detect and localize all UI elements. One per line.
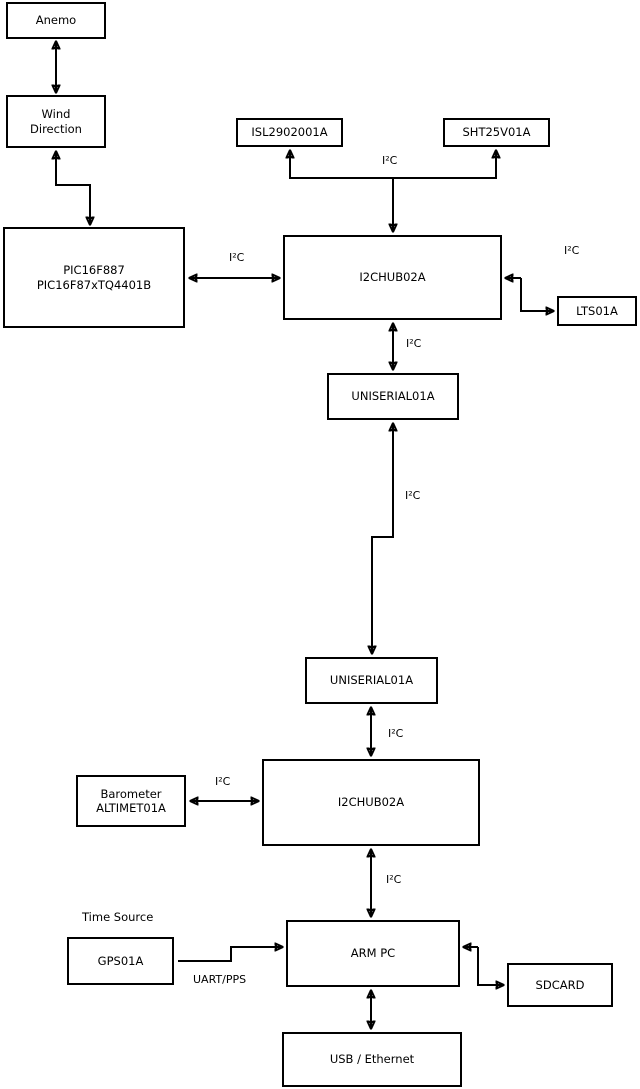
node-uniserial01a-lower-label: UNISERIAL01A: [329, 673, 414, 688]
edge-label-i2c-hub-lts: I²C: [563, 244, 581, 257]
node-anemo-label: Anemo: [35, 13, 77, 28]
node-i2chub02a-bottom-label: I2CHUB02A: [337, 795, 405, 810]
wire-uniserial-link-down: [372, 536, 393, 653]
edge-label-uart-pps: UART/PPS: [192, 973, 248, 986]
node-wind-direction[interactable]: Wind Direction: [6, 95, 106, 148]
node-i2chub02a-bottom[interactable]: I2CHUB02A: [262, 759, 480, 846]
node-isl2902001a-label: ISL2902001A: [251, 125, 328, 140]
label-time-source: Time Source: [82, 910, 154, 924]
wire-bus-sht: [393, 151, 496, 179]
wire-pic-wind-up: [56, 152, 90, 186]
node-sht25v01a[interactable]: SHT25V01A: [443, 118, 550, 147]
node-sdcard-label: SDCARD: [535, 977, 585, 992]
node-wind-direction-label: Wind Direction: [30, 107, 82, 136]
wire-gps-arm: [178, 947, 282, 962]
node-usb-ethernet[interactable]: USB / Ethernet: [282, 1032, 462, 1087]
edge-label-i2c-hub2-arm: I²C: [385, 873, 403, 886]
node-uniserial01a-upper-label: UNISERIAL01A: [351, 389, 435, 404]
wire-bus-isl: [290, 151, 393, 179]
edge-label-i2c-uniserial-hub2: I²C: [387, 727, 405, 740]
wire-wind-pic-down: [56, 184, 90, 224]
wire-arm-sdcard-out: [477, 947, 503, 985]
edge-label-i2c-hub-uniserial: I²C: [405, 337, 423, 350]
node-i2chub02a-top-label: I2CHUB02A: [359, 270, 426, 285]
edge-label-i2c-top-bus: I²C: [381, 154, 399, 167]
node-pic-mcu[interactable]: PIC16F887 PIC16F87xTQ4401B: [3, 227, 185, 328]
node-uniserial01a-lower[interactable]: UNISERIAL01A: [305, 657, 438, 704]
node-pic-mcu-label: PIC16F887 PIC16F87xTQ4401B: [36, 263, 152, 292]
node-usb-ethernet-label: USB / Ethernet: [329, 1052, 415, 1067]
node-sht25v01a-label: SHT25V01A: [462, 125, 531, 140]
node-i2chub02a-top[interactable]: I2CHUB02A: [283, 235, 502, 320]
node-barometer-altimet01a[interactable]: Barometer ALTIMET01A: [76, 775, 186, 827]
edge-label-i2c-baro-hub2: I²C: [214, 775, 232, 788]
node-sdcard[interactable]: SDCARD: [507, 963, 613, 1007]
node-lts01a[interactable]: LTS01A: [557, 296, 637, 326]
node-arm-pc-label: ARM PC: [350, 946, 396, 961]
node-barometer-altimet01a-label: Barometer ALTIMET01A: [96, 786, 166, 815]
node-gps01a-label: GPS01A: [97, 953, 144, 968]
node-anemo[interactable]: Anemo: [6, 2, 106, 39]
node-arm-pc[interactable]: ARM PC: [286, 920, 460, 987]
edge-label-i2c-pic-hub: I²C: [228, 251, 246, 264]
node-isl2902001a[interactable]: ISL2902001A: [236, 118, 343, 147]
edge-label-i2c-uniserial-link: I²C: [404, 489, 422, 502]
node-uniserial01a-upper[interactable]: UNISERIAL01A: [327, 373, 459, 420]
wire-hub-lts-out: [520, 278, 553, 311]
node-gps01a[interactable]: GPS01A: [67, 937, 174, 985]
node-lts01a-label: LTS01A: [576, 303, 618, 318]
wire-uniserial-link-up: [372, 424, 393, 538]
